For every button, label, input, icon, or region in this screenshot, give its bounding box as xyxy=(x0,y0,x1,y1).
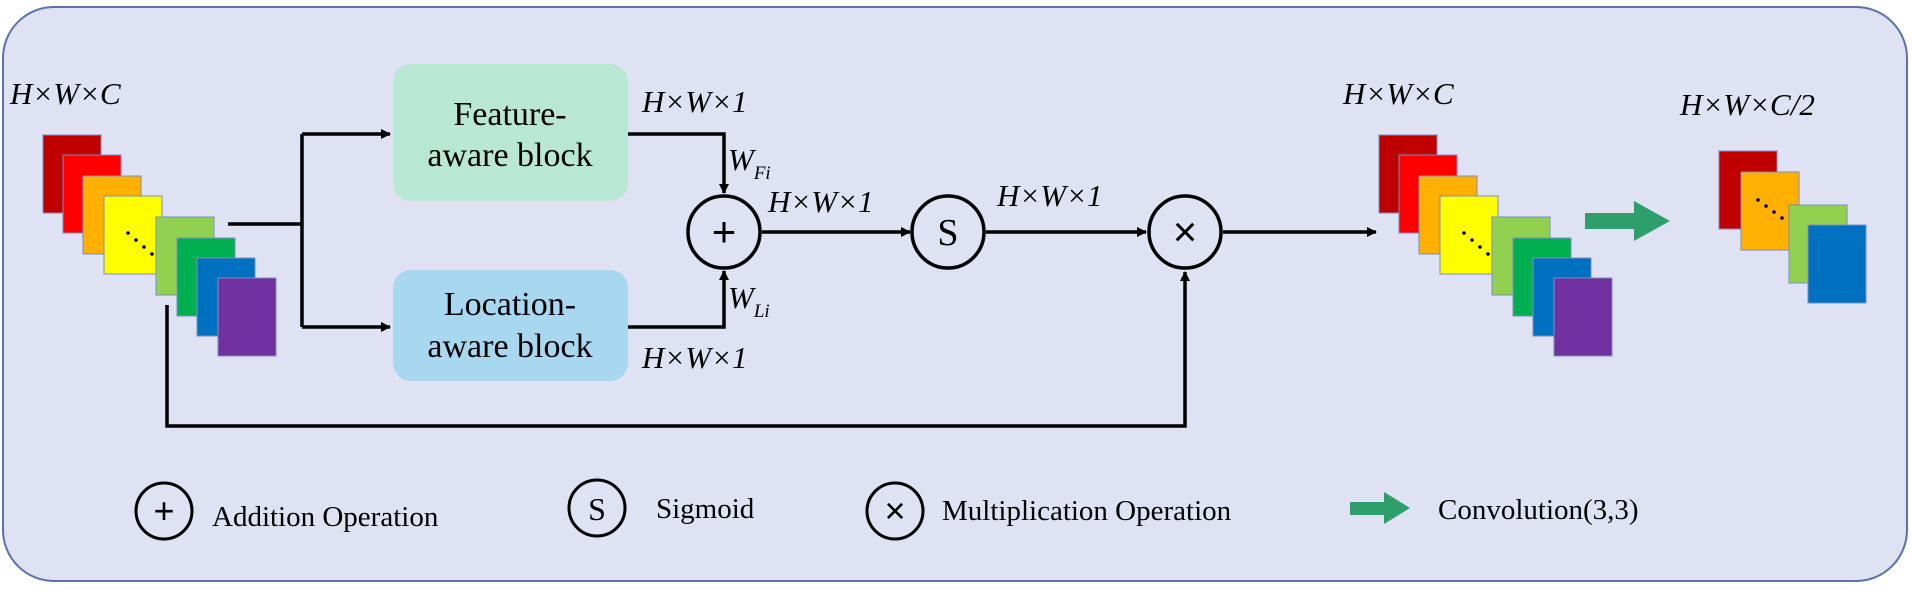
svg-text:S: S xyxy=(588,491,606,527)
feature-out-dim-label: H×W×1 xyxy=(641,84,748,119)
input-map-8 xyxy=(217,277,277,357)
skip-connection-arrow xyxy=(165,271,1190,428)
feature-aware-block-line1: Feature- xyxy=(453,96,566,133)
legend-addition-label: Addition Operation xyxy=(212,501,439,533)
feature-aware-block-box xyxy=(393,64,628,201)
product-out-dim-label: H×W×C xyxy=(1342,76,1454,111)
final-feature-map-stack xyxy=(1718,150,1867,304)
final-map-4 xyxy=(1807,224,1867,304)
location-out-dim-label: H×W×1 xyxy=(641,340,748,375)
legend-sigmoid-label: Sigmoid xyxy=(656,493,755,525)
feature-weight-base: W xyxy=(728,142,757,177)
legend-addition-icon: + xyxy=(134,481,194,541)
addition-operator: + xyxy=(686,194,762,270)
output-ellipsis-dots xyxy=(1462,231,1490,256)
multiplication-symbol: × xyxy=(1173,208,1198,255)
sigmoid-symbol: S xyxy=(937,212,958,254)
final-ellipsis-dots xyxy=(1756,198,1784,220)
connectors xyxy=(165,129,1377,428)
location-weight-sub: Li xyxy=(753,301,770,322)
legend-convolution-icon xyxy=(1350,492,1410,524)
sum-out-dim-label: H×W×1 xyxy=(767,184,874,219)
legend-sigmoid-icon: S xyxy=(567,478,627,538)
feature-weight-label: WFi xyxy=(728,142,771,184)
feature-to-add-arrow xyxy=(628,132,729,194)
final-out-dim-label: H×W×C/2 xyxy=(1679,87,1815,122)
input-map-4 xyxy=(103,195,163,275)
legend: + Addition Operation S Sigmoid × Multipl… xyxy=(134,478,1639,541)
svg-text:+: + xyxy=(153,490,174,531)
convolution-arrow-icon xyxy=(1585,201,1670,241)
legend-multiplication-icon: × xyxy=(865,481,925,541)
legend-convolution-label: Convolution(3,3) xyxy=(1438,494,1639,526)
location-weight-label: WLi xyxy=(728,280,770,322)
addition-symbol: + xyxy=(712,208,737,255)
svg-text:×: × xyxy=(884,490,905,531)
output-map-8 xyxy=(1553,277,1613,357)
output-map-4 xyxy=(1439,195,1499,275)
sigmoid-out-dim-label: H×W×1 xyxy=(996,178,1103,213)
output-feature-map-stack xyxy=(1378,134,1613,357)
location-aware-block-line1: Location- xyxy=(444,286,576,323)
feature-weight-sub: Fi xyxy=(753,163,771,184)
feature-aware-block-line2: aware block xyxy=(427,137,592,174)
location-to-add-arrow xyxy=(628,270,729,329)
location-weight-base: W xyxy=(728,280,757,315)
sigmoid-operator: S xyxy=(910,194,986,270)
legend-multiplication-label: Multiplication Operation xyxy=(942,495,1232,527)
input-ellipsis-dots xyxy=(126,231,154,256)
feature-aware-block: Feature- aware block xyxy=(393,64,628,201)
location-aware-block-box xyxy=(393,270,628,381)
input-feature-map-stack xyxy=(42,134,277,357)
location-aware-block: Location- aware block xyxy=(393,270,628,381)
location-aware-block-line2: aware block xyxy=(427,328,592,365)
input-dim-label: H×W×C xyxy=(9,76,121,111)
multiplication-operator: × xyxy=(1147,194,1223,270)
